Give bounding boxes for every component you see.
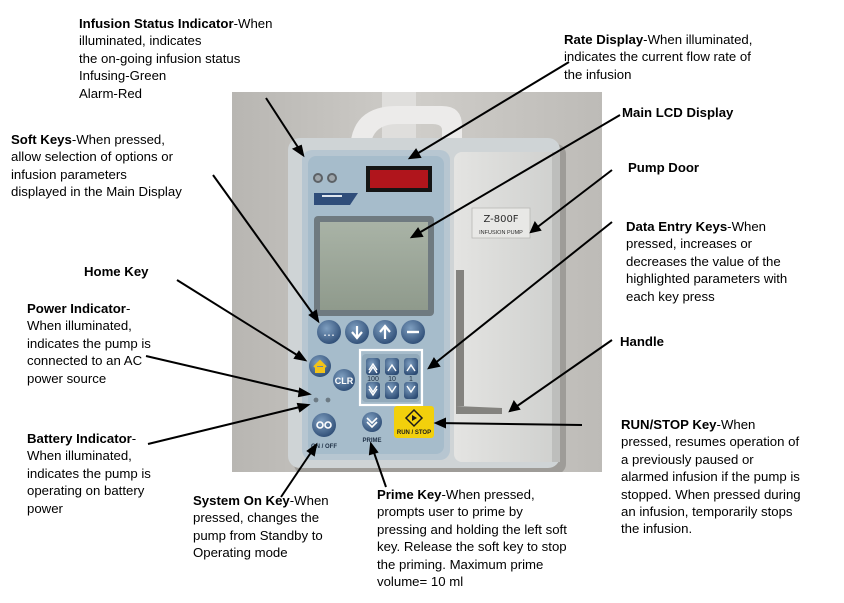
data-entry-keypad: 100 10 1 xyxy=(362,354,420,402)
main-lcd-title: Main LCD Display xyxy=(622,105,734,120)
data-entry-desc-2: pressed, increases or xyxy=(626,236,753,252)
run-stop-desc-5: stopped. When pressed during xyxy=(621,486,801,502)
svg-text:…: … xyxy=(323,325,335,339)
pump-photo: … CLR 100 10 1 ON / OFF xyxy=(232,92,602,472)
system-on-desc-4: Operating mode xyxy=(193,545,288,561)
rate-led-display xyxy=(370,170,428,188)
battery-indicator-desc-2: indicates the pump is xyxy=(27,465,151,481)
battery-indicator-desc-4: power xyxy=(27,500,63,516)
clr-key xyxy=(333,369,355,391)
infusion-status-desc-3: Infusing-Green xyxy=(79,68,167,84)
home-key-title: Home Key xyxy=(84,264,149,279)
annotation-soft-keys: Soft Keys-When pressed, allow selection … xyxy=(11,131,221,201)
rate-display-desc-1: When illuminated, xyxy=(647,32,753,47)
annotation-prime-key: Prime Key-When pressed, prompts user to … xyxy=(377,486,617,590)
brand-logo xyxy=(314,193,358,205)
keypad-highlight-box xyxy=(358,348,424,407)
soft-keys-desc-1: When pressed, xyxy=(76,132,165,147)
step-label-10: 10 xyxy=(388,376,396,383)
prime-key-desc-6: volume= 10 ml xyxy=(377,574,464,590)
battery-indicator-title: Battery Indicator xyxy=(27,431,132,446)
rate-display-desc-2: indicates the current flow rate of xyxy=(564,49,751,65)
battery-indicator-desc-3: operating on battery xyxy=(27,483,145,499)
annotation-battery-indicator: Battery Indicator- When illuminated, ind… xyxy=(27,430,207,517)
run-stop-desc-2: pressed, resumes operation of xyxy=(621,434,800,450)
run-stop-label: RUN / STOP xyxy=(397,430,431,436)
system-on-desc-1: When xyxy=(294,493,329,508)
annotation-data-entry: Data Entry Keys-When pressed, increases … xyxy=(626,218,836,305)
prime-key-desc-4: key. Release the soft key to stop xyxy=(377,539,567,555)
prime-label: PRIME xyxy=(362,438,381,444)
data-entry-desc-4: highlighted parameters with xyxy=(626,271,788,287)
prime-key-desc-3: pressing and holding the left soft xyxy=(377,521,567,537)
data-entry-title: Data Entry Keys xyxy=(626,219,728,234)
run-stop-desc-3: a previously paused or xyxy=(621,451,754,467)
step-label-100: 100 xyxy=(367,376,379,383)
pump-door xyxy=(454,152,558,462)
system-on-title: System On Key xyxy=(193,493,290,508)
annotation-rate-display: Rate Display-When illuminated, indicates… xyxy=(564,31,824,83)
battery-indicator-desc-1: When illuminated, xyxy=(27,448,132,464)
data-entry-desc-5: each key press xyxy=(626,288,715,304)
run-stop-desc-7: the infusion. xyxy=(621,521,693,537)
battery-indicator-led xyxy=(325,397,331,403)
on-off-key xyxy=(312,413,336,437)
data-entry-desc-1: When xyxy=(731,219,767,234)
infusion-status-title: Infusion Status Indicator xyxy=(79,16,234,31)
model-sub-label: INFUSION PUMP xyxy=(479,230,523,236)
rate-display-desc-3: the infusion xyxy=(564,66,632,82)
run-stop-desc-1: When xyxy=(720,417,756,432)
door-handle xyxy=(456,270,464,406)
on-off-label: ON / OFF xyxy=(311,444,337,450)
soft-keys-desc-2: allow selection of options or xyxy=(11,149,174,165)
annotation-pump-door: Pump Door xyxy=(628,159,699,176)
step-label-1: 1 xyxy=(409,376,413,383)
run-stop-title: RUN/STOP Key xyxy=(621,417,717,432)
model-label: Z-800F xyxy=(483,214,518,225)
annotation-home-key: Home Key xyxy=(84,263,149,280)
infusion-status-desc-2: the on-going infusion status xyxy=(79,50,241,66)
infusion-status-desc-1: When illuminated, indicates xyxy=(79,16,273,49)
system-on-desc-3: pump from Standby to xyxy=(193,527,323,543)
prime-key-title: Prime Key xyxy=(377,487,442,502)
power-indicator-desc-4: power source xyxy=(27,370,107,386)
pump-door-title: Pump Door xyxy=(628,160,700,175)
annotation-system-on: System On Key-When pressed, changes the … xyxy=(193,492,373,562)
run-stop-desc-4: alarmed infusion if the pump is xyxy=(621,469,800,485)
annotation-run-stop: RUN/STOP Key-When pressed, resumes opera… xyxy=(621,416,841,538)
prime-key-desc-1: When pressed, xyxy=(445,487,535,502)
annotation-main-lcd: Main LCD Display xyxy=(622,104,733,121)
soft-keys-desc-4: displayed in the Main Display xyxy=(11,184,182,200)
power-indicator-desc-2: indicates the pump is xyxy=(27,335,151,351)
annotation-infusion-status: Infusion Status Indicator-When illuminat… xyxy=(79,15,289,102)
prime-key-desc-5: the priming. Maximum prime xyxy=(377,556,544,572)
handle-title: Handle xyxy=(620,334,664,349)
data-entry-desc-3: decreases the value of the xyxy=(626,253,781,269)
infusion-status-desc-4: Alarm-Red xyxy=(79,85,143,101)
soft-keys-row: … xyxy=(317,320,425,344)
rate-display-title: Rate Display xyxy=(564,32,644,47)
power-indicator-desc-1: When illuminated, xyxy=(27,318,132,334)
annotation-power-indicator: Power Indicator- When illuminated, indic… xyxy=(27,300,207,387)
power-indicator-title: Power Indicator xyxy=(27,301,126,316)
main-lcd-screen xyxy=(320,222,428,310)
run-stop-desc-6: an infusion, temporarily stops xyxy=(621,504,793,520)
soft-keys-desc-3: infusion parameters xyxy=(11,166,127,182)
clr-label: CLR xyxy=(335,376,354,386)
power-indicator-desc-3: connected to an AC xyxy=(27,353,143,369)
system-on-desc-2: pressed, changes the xyxy=(193,510,320,526)
power-indicator-led xyxy=(313,397,319,403)
annotation-handle: Handle xyxy=(620,333,664,350)
run-stop-key xyxy=(394,406,434,438)
soft-keys-title: Soft Keys xyxy=(11,132,72,147)
prime-key-desc-2: prompts user to prime by xyxy=(377,504,523,520)
